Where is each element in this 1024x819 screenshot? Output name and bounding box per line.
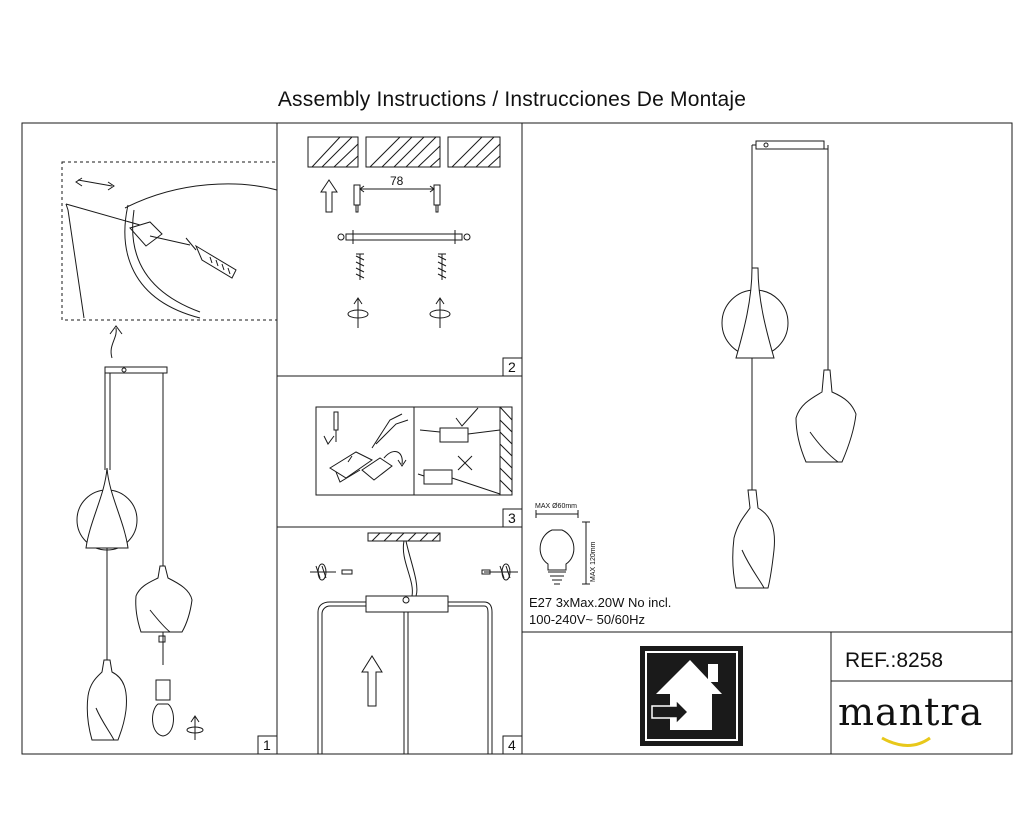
brand-smile-mark bbox=[881, 736, 931, 747]
page-title: Assembly Instructions / Instrucciones De… bbox=[277, 88, 747, 111]
panel-number-1: 1 bbox=[263, 737, 271, 753]
brand-logo: mantra bbox=[838, 690, 984, 734]
bulb-icon bbox=[535, 510, 590, 585]
panel-number-2: 2 bbox=[508, 359, 516, 375]
product-reference: REF.:8258 bbox=[845, 649, 944, 672]
bulb-max-diameter: MAX Ø60mm bbox=[535, 503, 578, 510]
indoor-use-icon bbox=[640, 646, 743, 746]
spec-voltage: 100-240V~ 50/60Hz bbox=[529, 612, 646, 627]
bracket-dimension: 78 bbox=[390, 174, 404, 188]
panel-number-4: 4 bbox=[508, 737, 516, 753]
panel-3-illustration bbox=[315, 406, 513, 496]
spec-power: E27 3xMax.20W No incl. bbox=[529, 595, 672, 610]
panel-2-illustration bbox=[307, 136, 501, 328]
panel-number-3: 3 bbox=[508, 510, 516, 526]
panel-4-illustration bbox=[310, 532, 518, 754]
bulb-max-height: MAX 120mm bbox=[590, 541, 597, 582]
lamp-overview-illustration bbox=[721, 140, 857, 589]
panel-1-illustration bbox=[61, 161, 278, 741]
